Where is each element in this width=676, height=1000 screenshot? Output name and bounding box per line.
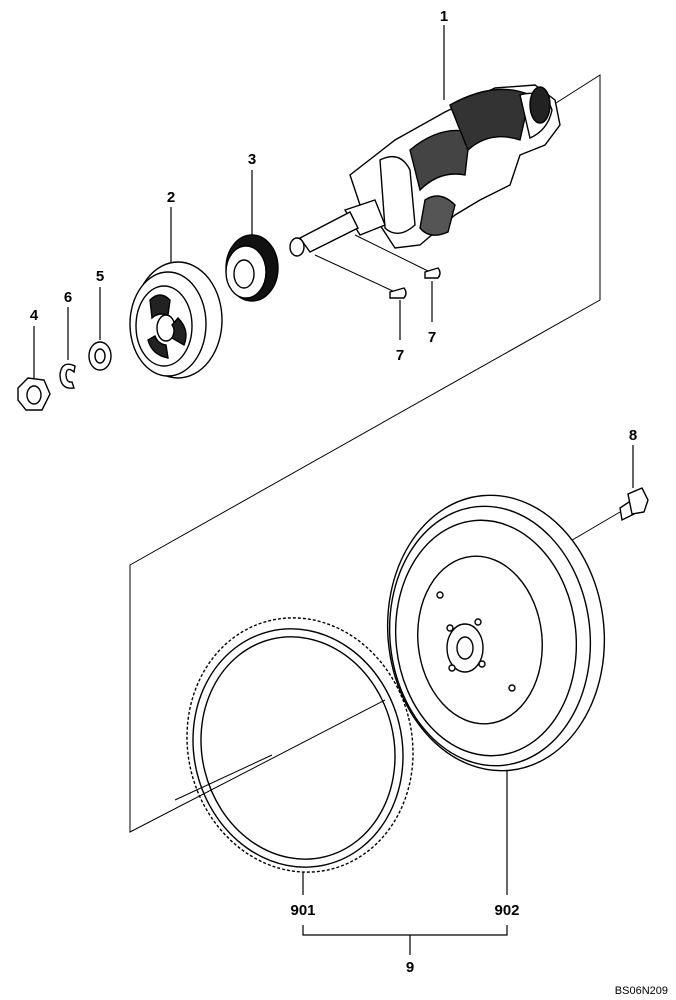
callout-1: 1 xyxy=(440,8,448,25)
key-7b xyxy=(424,267,441,279)
assembly-outline xyxy=(129,74,601,833)
callout-6: 6 xyxy=(64,289,72,306)
nut: 4 xyxy=(17,307,51,411)
callout-3: 3 xyxy=(248,151,256,168)
ring-gear: 901 xyxy=(174,617,414,919)
crankshaft-body xyxy=(289,84,561,257)
snap-ring: 6 xyxy=(59,289,76,389)
flywheel: 902 xyxy=(386,494,606,919)
callout-5: 5 xyxy=(96,268,104,285)
callout-7b: 7 xyxy=(428,329,436,346)
callout-9: 9 xyxy=(406,959,414,976)
crank-pulley: 2 xyxy=(129,189,223,379)
callout-7a: 7 xyxy=(396,347,404,364)
callout-2: 2 xyxy=(167,189,175,206)
callout-902: 902 xyxy=(494,902,519,919)
callout-901: 901 xyxy=(290,902,315,919)
key-parts: 7 7 xyxy=(314,234,441,364)
assembly-bracket-9: 9 xyxy=(302,925,508,976)
washer: 5 xyxy=(88,268,112,371)
figure-code: BS06N209 xyxy=(615,985,668,997)
callout-4: 4 xyxy=(30,307,39,324)
key-7a xyxy=(389,287,407,299)
crank-gear: 3 xyxy=(225,151,279,302)
callout-8: 8 xyxy=(629,427,637,444)
crankshaft: 1 xyxy=(289,8,561,257)
